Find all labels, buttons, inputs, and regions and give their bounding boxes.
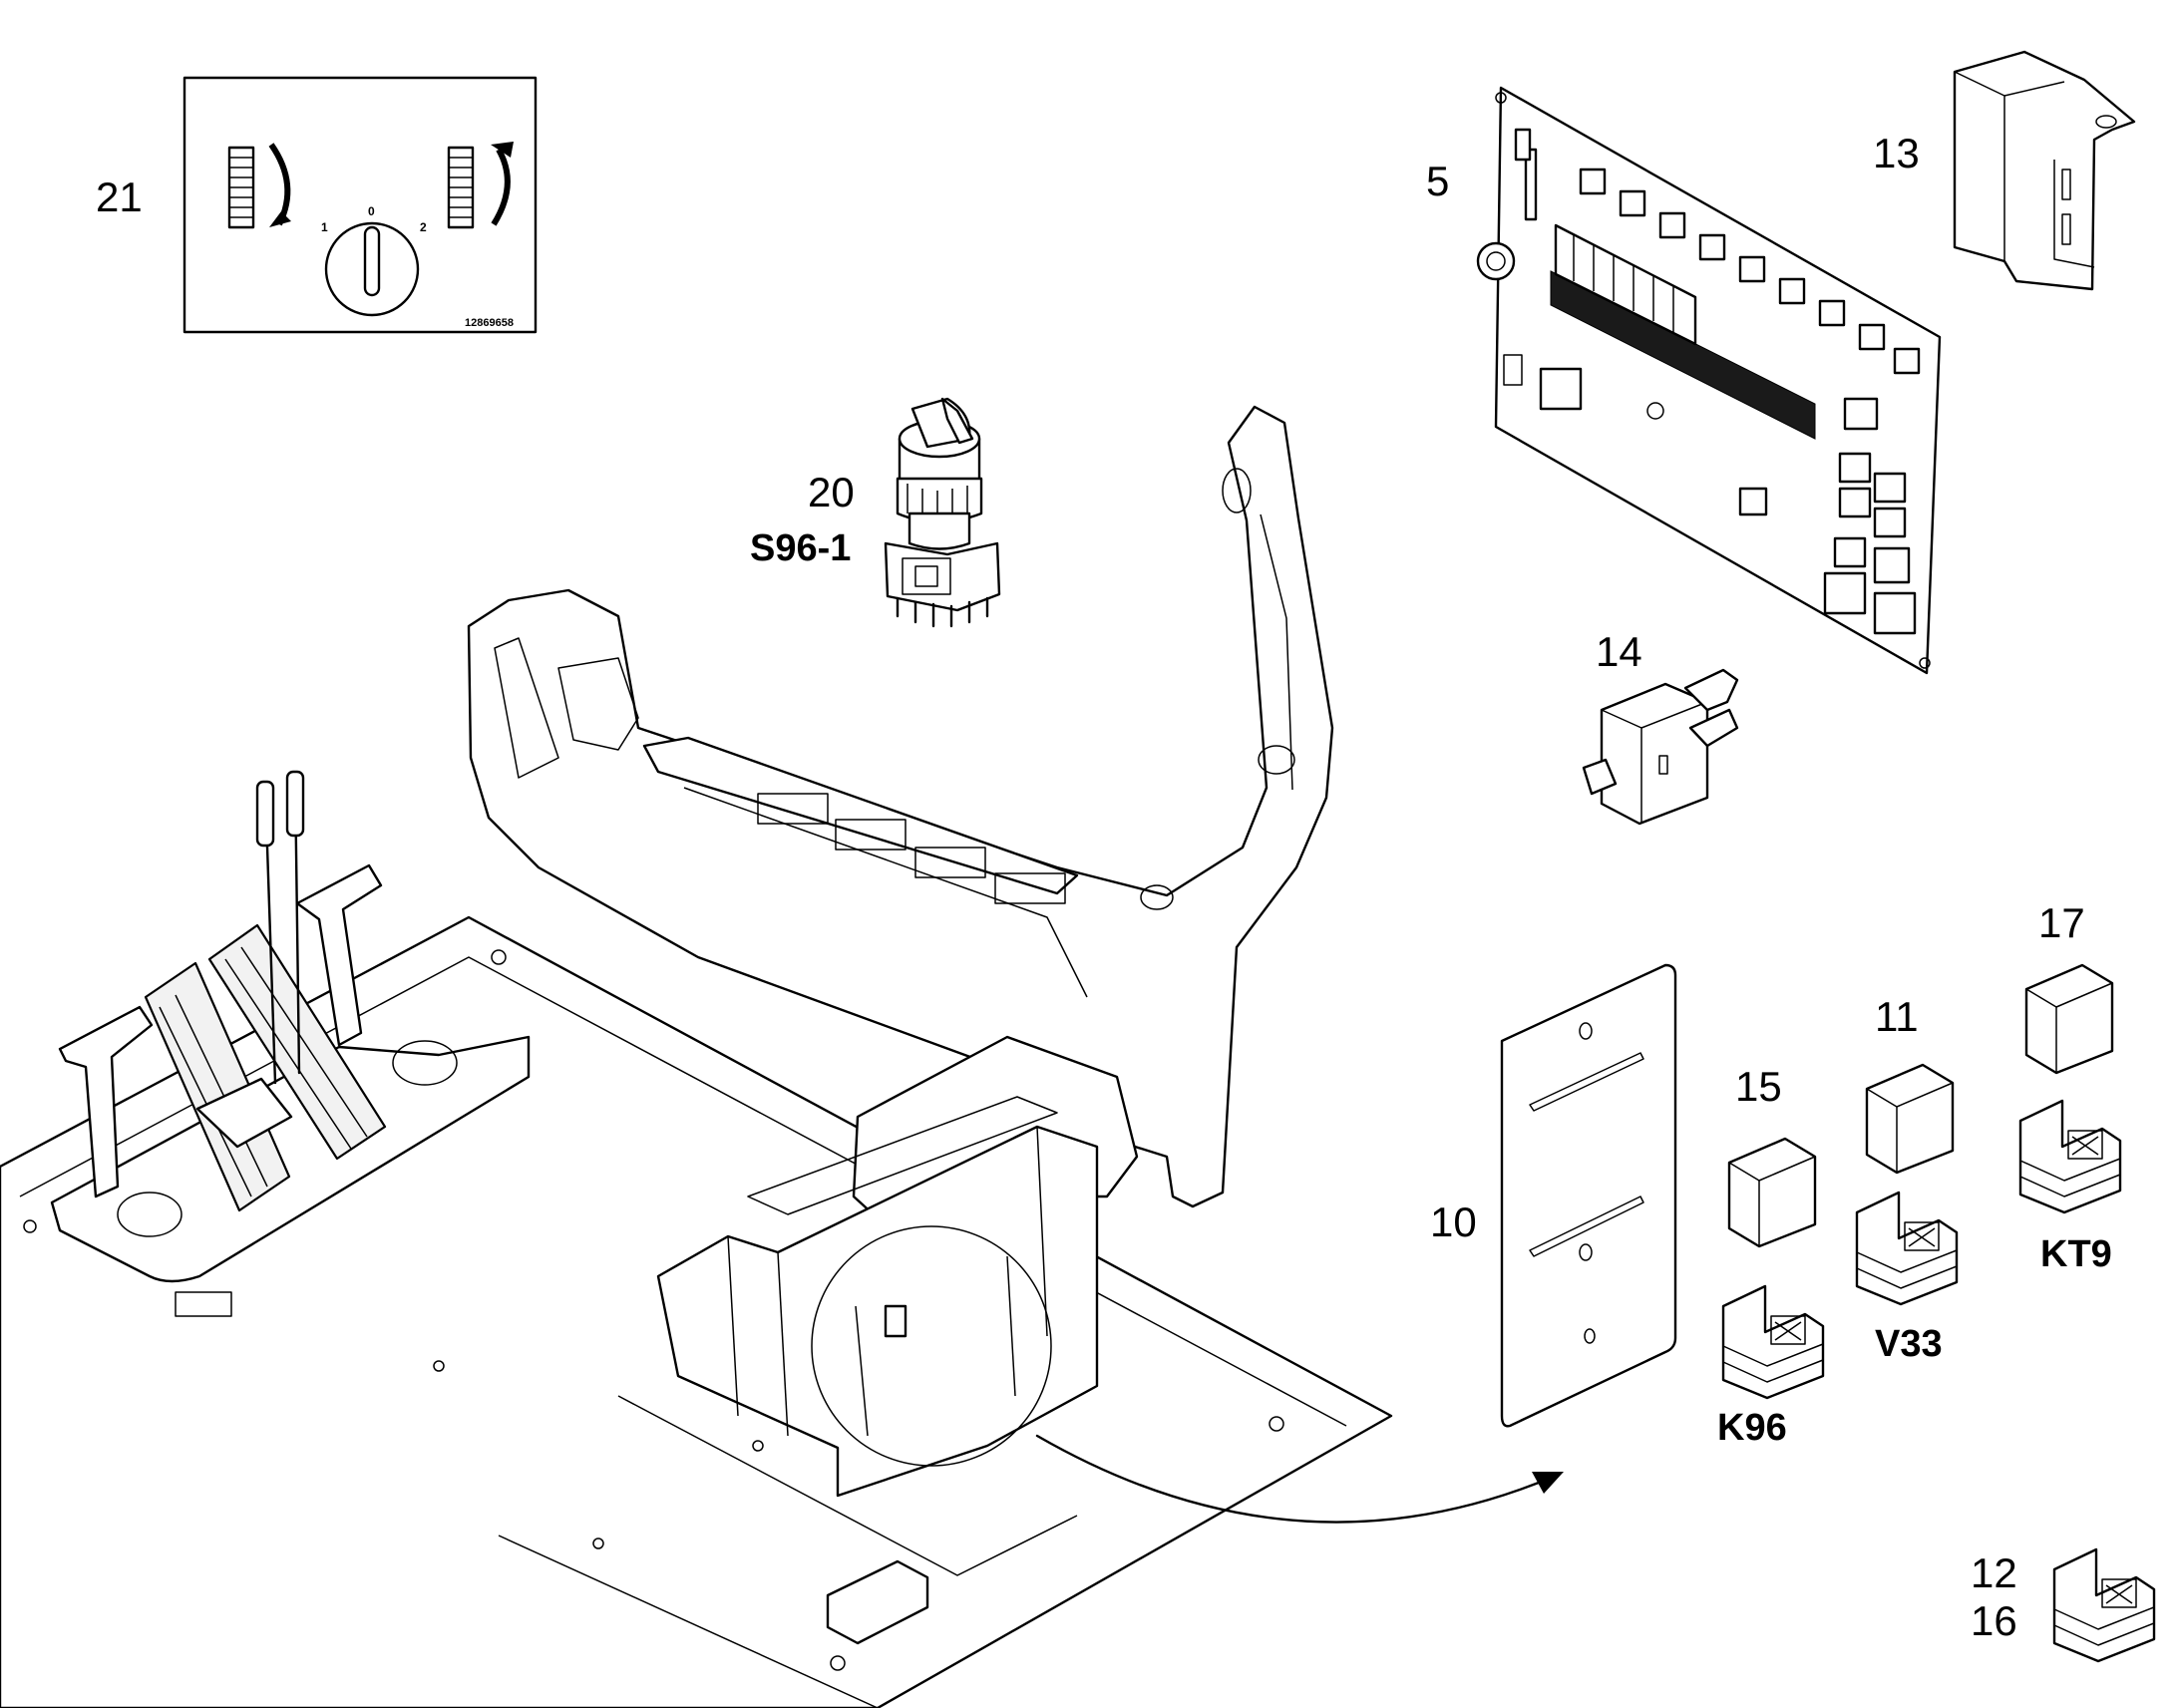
detail-arrow (1035, 1434, 1564, 1524)
rotary-dial-icon (324, 221, 420, 317)
callout-12: 12 (1971, 1549, 2017, 1596)
relay-socket-kt9 (2018, 1099, 2122, 1214)
cab-frame (467, 405, 1334, 1208)
cover-bracket (1953, 50, 2136, 291)
callout-20: 20 (808, 469, 855, 515)
relay-socket-12-16 (2052, 1547, 2156, 1663)
callout-11: 11 (1875, 993, 1919, 1040)
callout-5: 5 (1426, 158, 1449, 204)
wiper-switch-symbol-plate: 1 0 2 12869658 (182, 76, 538, 334)
relay-row (1579, 168, 1921, 375)
callout-15: 15 (1735, 1063, 1782, 1110)
mounting-plate (1500, 963, 1677, 1428)
dial-position-2: 2 (420, 220, 427, 234)
circuit-board (1476, 86, 1942, 675)
relay-17 (2024, 963, 2114, 1075)
reference-kt9: KT9 (2040, 1233, 2112, 1275)
rotary-switch-s96-1 (884, 397, 1001, 628)
pedal-console (50, 770, 531, 1283)
callout-16: 16 (1971, 1597, 2017, 1644)
fuse-holder (1582, 668, 1739, 826)
fuse-strip (1550, 223, 1816, 440)
callout-21: 21 (96, 173, 143, 220)
callout-13: 13 (1873, 130, 1920, 176)
callout-17: 17 (2038, 899, 2085, 946)
wiper-fast-icon (447, 142, 514, 229)
wiper-slow-icon (227, 143, 291, 229)
dial-position-0: 0 (368, 204, 375, 218)
reference-v33: V33 (1875, 1323, 1943, 1365)
relay-15 (1727, 1137, 1817, 1248)
callout-14: 14 (1596, 628, 1642, 675)
document-number: 12869658 (465, 317, 514, 329)
callout-10: 10 (1430, 1198, 1477, 1245)
reference-s96-1: S96-1 (750, 527, 851, 569)
relay-socket-v33 (1855, 1191, 1959, 1306)
dial-position-1: 1 (321, 220, 328, 234)
relay-11 (1865, 1063, 1955, 1175)
relay-socket-k96 (1721, 1284, 1825, 1400)
reference-k96: K96 (1717, 1407, 1787, 1449)
seat-base-box (656, 1035, 1139, 1498)
